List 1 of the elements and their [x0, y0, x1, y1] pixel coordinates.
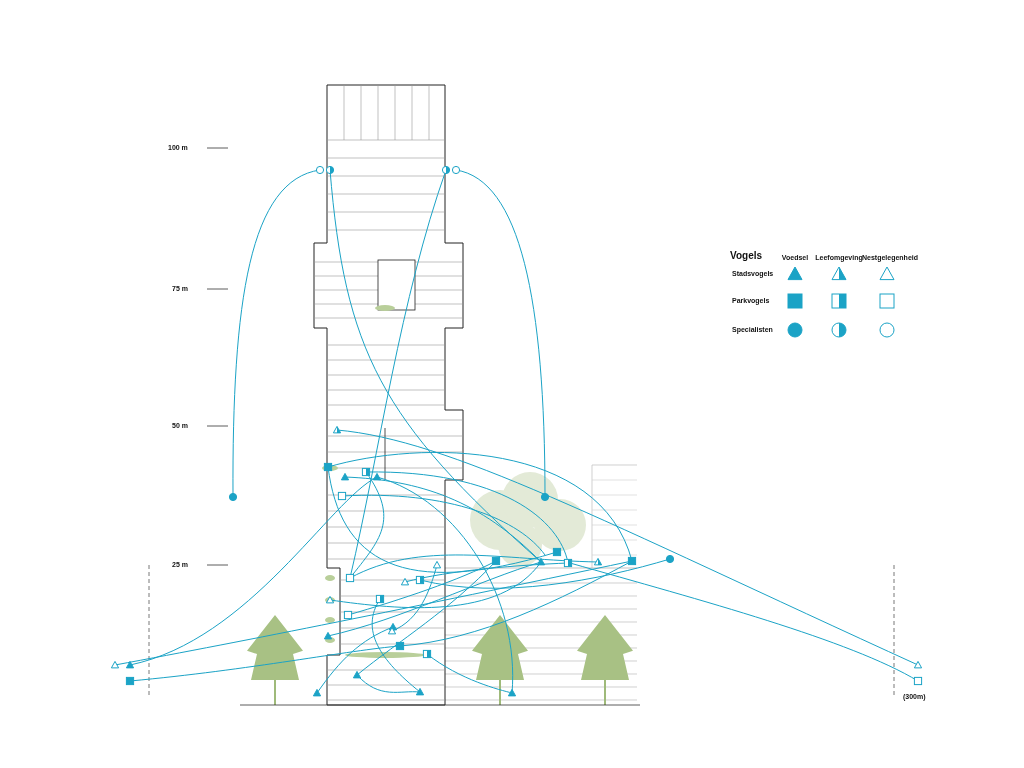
legend-title: Vogels [730, 250, 763, 261]
